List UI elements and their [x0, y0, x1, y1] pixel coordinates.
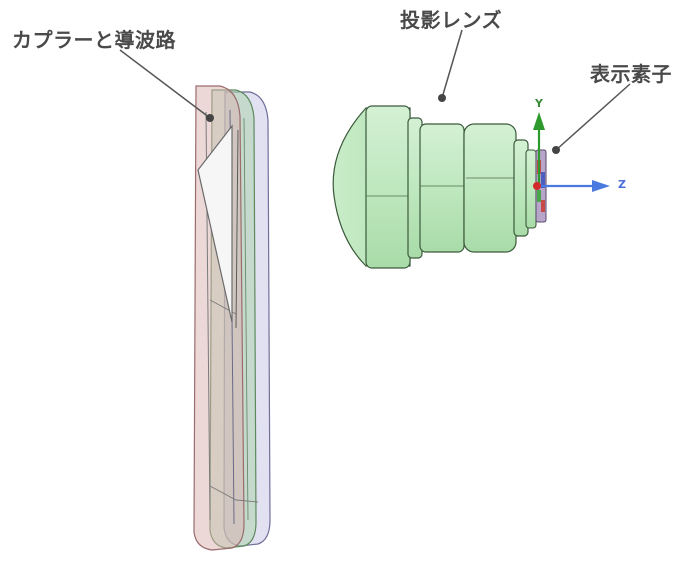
- axis-z-arrow: [592, 180, 610, 192]
- waveguide-assembly: [193, 85, 271, 551]
- axis-y-arrow: [533, 112, 545, 130]
- axis-z-label: Z: [618, 178, 626, 191]
- display-pixels-green: [537, 190, 541, 202]
- lens-element-2: [419, 123, 465, 253]
- leader-coupler: [119, 49, 211, 119]
- label-display-element: 表示素子: [590, 62, 672, 86]
- axis-x-origin: [533, 182, 541, 190]
- leader-coupler-dot: [206, 114, 214, 122]
- projection-lens-assembly: [332, 105, 537, 269]
- axis-triad: [533, 112, 610, 192]
- leader-display-dot: [552, 146, 560, 154]
- lens-element-3: [463, 123, 517, 253]
- label-coupler-waveguide: カプラーと導波路: [12, 28, 176, 52]
- waveguide-inner-edge-3: [243, 117, 249, 521]
- axis-y-label: Y: [535, 97, 543, 110]
- lens-element-1: [365, 105, 411, 269]
- leader-display: [555, 83, 631, 151]
- display-pixels-red-2: [541, 200, 545, 212]
- leader-lens-dot: [438, 94, 446, 102]
- coupler-prism-edge: [235, 129, 239, 329]
- leader-lens: [441, 29, 463, 99]
- waveguide-bottom-edge: [209, 485, 259, 503]
- leader-lines: [119, 29, 631, 154]
- display-pixels-blue: [541, 172, 545, 188]
- coupler-prism: [197, 124, 233, 323]
- label-projection-lens: 投影レンズ: [400, 8, 503, 32]
